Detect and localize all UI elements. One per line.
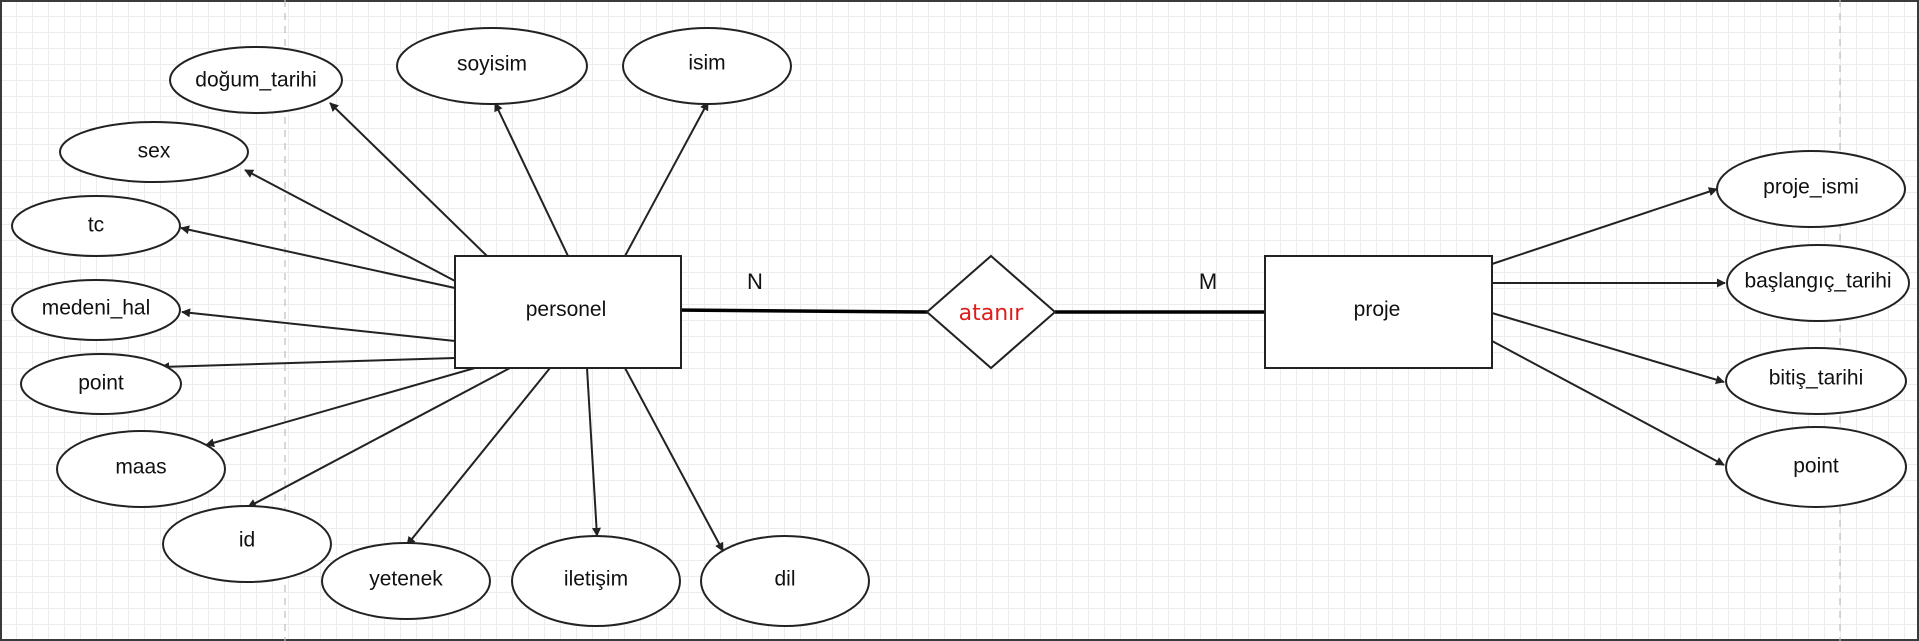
relationship-label: atanır <box>959 301 1025 326</box>
edge-dil[interactable] <box>624 367 724 552</box>
attribute-label: point <box>78 372 124 395</box>
edge-sex[interactable] <box>244 169 456 282</box>
attribute-label: tc <box>88 214 104 237</box>
attribute-iletisim[interactable]: iletişim <box>511 535 681 627</box>
attribute-bitis-tarihi[interactable]: bitiş_tarihi <box>1725 347 1907 415</box>
attribute-dogum-tarihi[interactable]: doğum_tarihi <box>169 46 343 114</box>
attribute-proje-ismi[interactable]: proje_ismi <box>1716 150 1906 228</box>
edge-soyisim[interactable] <box>494 102 569 257</box>
attribute-label: doğum_tarihi <box>195 69 316 92</box>
edge-isim[interactable] <box>624 101 709 257</box>
attribute-proje-point[interactable]: point <box>1725 426 1907 508</box>
edge-maas[interactable] <box>205 367 476 448</box>
cardinality-m: M <box>1199 269 1217 294</box>
attribute-soyisim[interactable]: soyisim <box>396 27 588 105</box>
attribute-maas[interactable]: maas <box>56 430 226 508</box>
entity-personel-label: personel <box>526 298 607 321</box>
edge-proje-ismi[interactable] <box>1491 187 1718 265</box>
attribute-tc[interactable]: tc <box>11 195 181 257</box>
attribute-label: başlangıç_tarihi <box>1744 270 1891 293</box>
edge-point[interactable] <box>160 357 456 372</box>
edge-yetenek[interactable] <box>406 367 551 546</box>
attribute-label: medeni_hal <box>42 297 151 320</box>
edge-dogum-tarihi[interactable] <box>329 102 488 257</box>
relationship-diamond[interactable] <box>925 254 1057 370</box>
attribute-label: dil <box>774 568 795 591</box>
relation-line-personel[interactable] <box>672 308 929 314</box>
attribute-label: sex <box>138 140 171 163</box>
entity-proje[interactable]: proje <box>1264 255 1493 369</box>
attribute-label: isim <box>688 52 725 75</box>
attribute-point[interactable]: point <box>20 353 182 415</box>
attribute-sex[interactable]: sex <box>59 121 249 183</box>
cardinality-n: N <box>747 269 763 294</box>
relationship-atanir[interactable]: atanır <box>925 254 1057 370</box>
attribute-dil[interactable]: dil <box>700 535 870 627</box>
attribute-isim[interactable]: isim <box>622 27 792 105</box>
entity-personel[interactable]: personel <box>454 255 682 369</box>
attribute-label: soyisim <box>457 53 527 76</box>
edge-id[interactable] <box>247 367 511 508</box>
edge-bitis-tarihi[interactable] <box>1491 312 1725 385</box>
edge-tc[interactable] <box>180 225 456 289</box>
attribute-label: id <box>239 529 255 552</box>
entity-proje-box[interactable] <box>1264 255 1493 369</box>
edge-medeni-hal[interactable] <box>181 308 456 342</box>
attribute-id[interactable]: id <box>162 505 332 583</box>
attribute-label: point <box>1793 455 1839 478</box>
attribute-label: yetenek <box>369 568 443 591</box>
attribute-label: proje_ismi <box>1763 176 1859 199</box>
edge-iletisim[interactable] <box>586 367 602 537</box>
entity-personel-box[interactable] <box>454 255 682 369</box>
edge-proje-point[interactable] <box>1491 340 1725 466</box>
attribute-baslangic-tarihi[interactable]: başlangıç_tarihi <box>1726 244 1910 322</box>
attribute-medeni-hal[interactable]: medeni_hal <box>11 279 181 341</box>
attribute-label: maas <box>115 456 166 479</box>
attribute-label: bitiş_tarihi <box>1769 367 1864 390</box>
attribute-yetenek[interactable]: yetenek <box>321 542 491 620</box>
attribute-label: iletişim <box>564 568 628 591</box>
entity-proje-label: proje <box>1354 298 1401 321</box>
